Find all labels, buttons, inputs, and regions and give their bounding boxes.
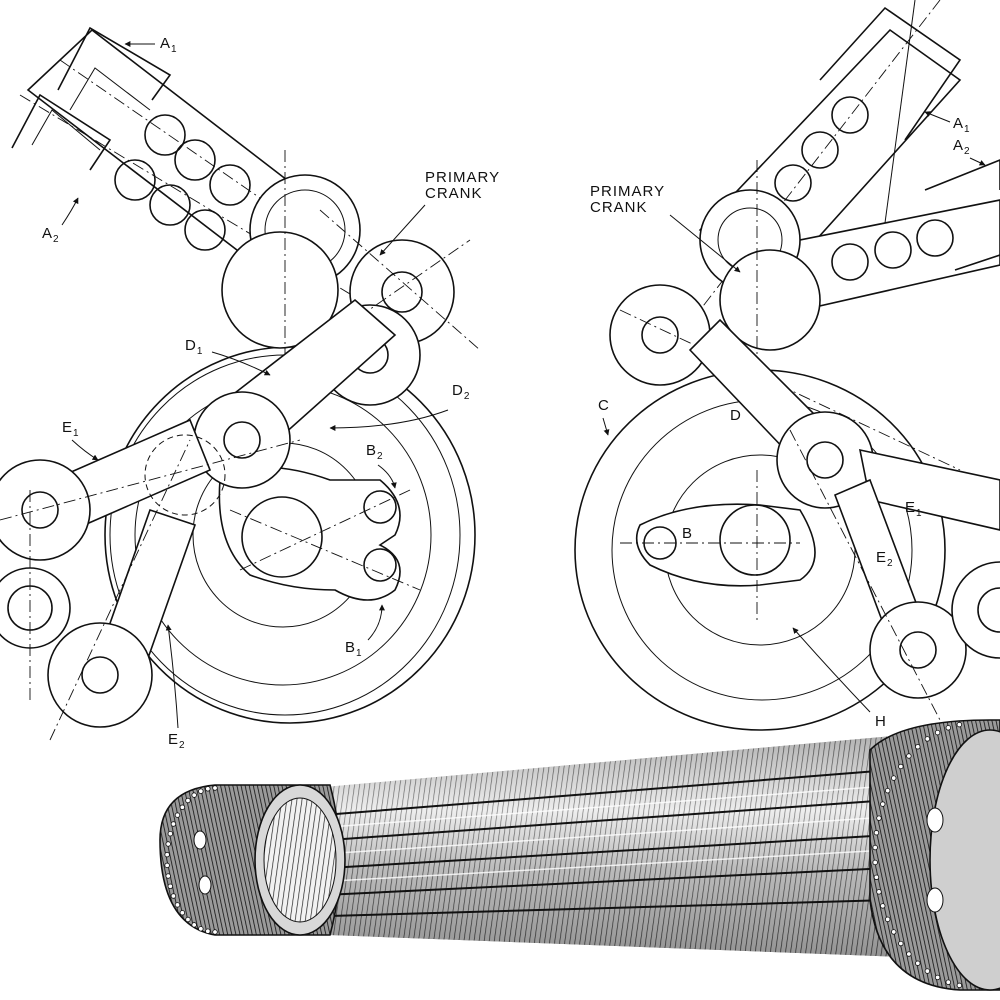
flange-rivet (167, 830, 174, 837)
right-cam (620, 470, 816, 620)
left-labels: PRIMARY CRANK A1 A2 D1 D2 E1 E2 B1 B2 (42, 35, 500, 751)
flange-rivet (873, 874, 880, 880)
left-label-e2: E2 (168, 731, 186, 751)
flange-rivet (212, 785, 218, 791)
flange-rivet (179, 910, 186, 916)
flange-rivet (945, 725, 952, 731)
flange-rivet (891, 775, 897, 781)
right-label-d: D (730, 407, 742, 424)
flange-rivet (898, 940, 904, 947)
flange-rivet (164, 851, 170, 858)
flange-rivet (174, 812, 181, 818)
left-label-b1: B1 (345, 639, 363, 659)
flange-rivet (872, 844, 878, 851)
left-crank-label-line1: PRIMARY (425, 169, 500, 186)
flange-rivet (906, 753, 912, 759)
flange-rivet (174, 902, 181, 908)
flange-rivet (179, 804, 186, 810)
flange-rivet (891, 929, 897, 935)
flange-rivet (884, 787, 891, 794)
flange-rivet (205, 786, 211, 792)
right-label-a1: A1 (953, 115, 971, 135)
right-label-e2: E2 (876, 549, 894, 569)
right-crank-label-line1: PRIMARY (590, 183, 665, 200)
flange-rivet (170, 821, 177, 827)
right-label-c: C (598, 397, 610, 414)
flange-rivet (876, 889, 882, 895)
flange-rivet (191, 922, 197, 928)
flange-rivet (934, 974, 941, 981)
left-label-e1: E1 (62, 419, 80, 439)
right-label-b: B (682, 525, 693, 542)
flange-rivet (212, 929, 218, 935)
flange-rivet (185, 916, 191, 923)
flange-rivet (884, 916, 891, 923)
flange-rivet (956, 721, 963, 728)
flange-rivet (872, 859, 878, 866)
flange-rivet (915, 744, 921, 750)
left-links (0, 298, 397, 741)
right-primary-crank (609, 160, 961, 471)
left-label-a1: A1 (160, 35, 178, 55)
flange-rivet (167, 883, 174, 890)
right-label-h: H (875, 713, 887, 730)
flange-rivet (924, 968, 931, 974)
shaft-engraving (159, 719, 1000, 991)
right-mechanism-figure (574, 0, 1000, 731)
flange-rivet (198, 788, 204, 794)
flange-rivet (165, 841, 171, 847)
flange-rivet (956, 982, 963, 989)
flange-rivet (170, 893, 177, 899)
flange-rivet (915, 960, 921, 966)
flange-rivet (205, 928, 211, 934)
flange-rivet (198, 926, 204, 932)
flange-rivet (880, 801, 886, 807)
right-crank-label-line2: CRANK (590, 199, 648, 216)
left-crank-label-line2: CRANK (425, 185, 483, 202)
flange-rivet (898, 763, 904, 770)
flange-rivet (873, 830, 880, 836)
flange-rivet (164, 862, 170, 869)
flange-rivet (906, 951, 912, 957)
right-label-a2: A2 (953, 137, 971, 157)
left-label-a2: A2 (42, 225, 60, 245)
left-label-b2: B2 (366, 442, 384, 462)
flange-rivet (185, 797, 191, 804)
flange-rivet (880, 903, 886, 909)
flange-rivet (924, 736, 931, 742)
flange-rivet (945, 979, 952, 985)
flange-rivet (876, 815, 882, 821)
right-label-e1: E1 (905, 499, 923, 519)
flange-rivet (165, 873, 171, 879)
right-links (688, 318, 1000, 721)
flange-rivet (191, 792, 197, 798)
flange-rivet (934, 729, 941, 736)
left-label-d2: D2 (452, 382, 470, 402)
left-mechanism-figure (0, 26, 481, 741)
left-label-d1: D1 (185, 337, 203, 357)
right-labels: PRIMARY CRANK A1 A2 C D B E1 E2 H (590, 111, 986, 730)
left-cam (218, 466, 421, 601)
